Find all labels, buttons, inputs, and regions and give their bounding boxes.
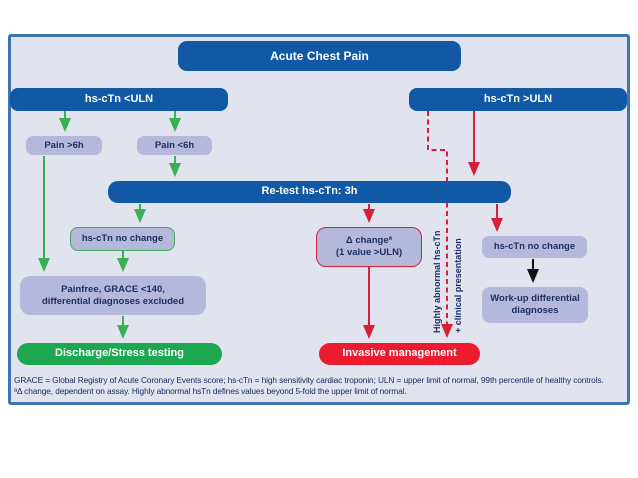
node-pain-lt-6h-label: Pain <6h: [154, 139, 195, 151]
node-hs-ctn-above-uln: hs-cTn >ULN: [409, 88, 627, 111]
node-hs-ctn-no-change-left: hs-cTn no change: [70, 227, 175, 251]
node-hs-ctn-below-uln-label: hs-cTn <ULN: [84, 92, 154, 105]
node-delta-change-line1: Δ changeª: [345, 235, 393, 247]
node-painfree-grace-line2: differential diagnoses excluded: [41, 295, 184, 307]
vertical-label-clinical-presentation: + clinical presentation: [451, 200, 465, 333]
node-pain-gt-6h: Pain >6h: [26, 136, 102, 155]
node-workup-differential-line1: Work-up differential: [490, 293, 580, 305]
node-retest-label: Re-test hs-cTn: 3h: [261, 185, 358, 198]
footnote-abbreviations: GRACE = Global Registry of Acute Coronar…: [14, 375, 604, 385]
node-invasive-management-label: Invasive management: [342, 347, 457, 360]
footnotes: GRACE = Global Registry of Acute Coronar…: [14, 375, 622, 397]
node-invasive-management: Invasive management: [319, 343, 480, 365]
vertical-label-highly-abnormal-text: Highly abnormal hs-cTn: [432, 230, 442, 333]
node-delta-change-line2: (1 value >ULN): [335, 247, 403, 258]
node-painfree-grace-line1: Painfree, GRACE <140,: [61, 283, 165, 295]
node-workup-differential-line2: diagnoses: [511, 305, 559, 316]
node-hs-ctn-no-change-right: hs-cTn no change: [482, 236, 587, 258]
node-delta-change: Δ changeª (1 value >ULN): [316, 227, 422, 267]
node-acute-chest-pain-label: Acute Chest Pain: [270, 48, 369, 63]
node-retest: Re-test hs-cTn: 3h: [108, 181, 511, 203]
vertical-label-clinical-presentation-text: + clinical presentation: [453, 238, 463, 333]
vertical-label-highly-abnormal: Highly abnormal hs-cTn: [430, 200, 444, 333]
node-discharge-stress-testing: Discharge/Stress testing: [17, 343, 222, 365]
node-hs-ctn-no-change-right-label: hs-cTn no change: [493, 241, 576, 253]
node-hs-ctn-above-uln-label: hs-cTn >ULN: [483, 92, 553, 105]
node-painfree-grace: Painfree, GRACE <140, differential diagn…: [20, 276, 206, 315]
node-hs-ctn-below-uln: hs-cTn <ULN: [10, 88, 228, 111]
node-pain-gt-6h-label: Pain >6h: [44, 139, 84, 151]
node-workup-differential: Work-up differential diagnoses: [482, 287, 588, 323]
footnote-delta-change: ªΔ change, dependent on assay. Highly ab…: [14, 386, 407, 397]
node-pain-lt-6h: Pain <6h: [137, 136, 212, 155]
node-acute-chest-pain: Acute Chest Pain: [178, 41, 461, 71]
node-discharge-stress-testing-label: Discharge/Stress testing: [55, 347, 184, 360]
node-hs-ctn-no-change-left-label: hs-cTn no change: [81, 233, 164, 245]
